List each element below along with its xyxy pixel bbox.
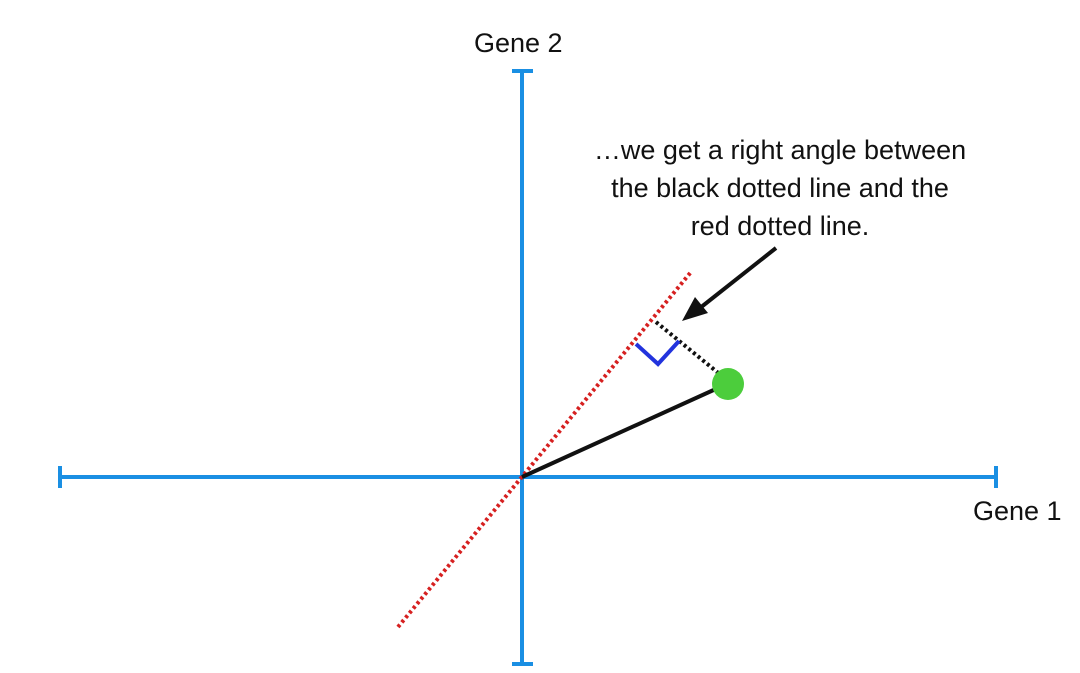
arrow-shaft	[698, 246, 778, 310]
annotation-line-1: …we get a right angle between	[593, 135, 967, 165]
annotation-line-3: red dotted line.	[690, 211, 870, 241]
x-axis-label: Gene 1	[973, 496, 1062, 526]
y-axis-label: Gene 2	[474, 28, 563, 58]
black-dotted-line	[654, 320, 724, 378]
annotation-text: …we get a right angle between the black …	[540, 131, 1020, 245]
right-angle-marker	[634, 339, 681, 367]
data-point	[712, 368, 744, 400]
red-dotted-line	[396, 270, 693, 629]
vector-line	[521, 386, 719, 479]
arrow-head	[682, 297, 708, 321]
annotation-line-2: the black dotted line and the	[611, 173, 949, 203]
